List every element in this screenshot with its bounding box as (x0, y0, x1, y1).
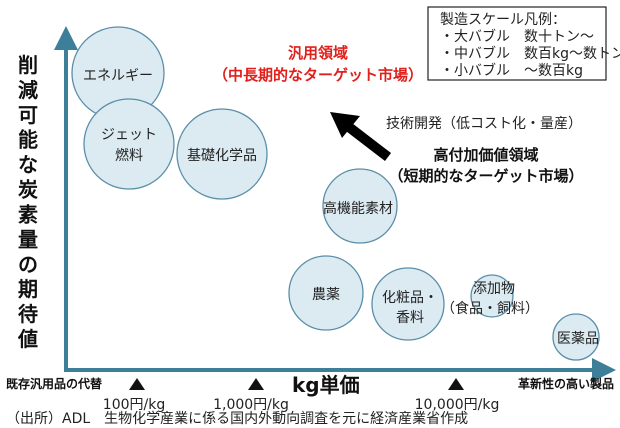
x-axis-label: kg単価 (292, 373, 360, 397)
bubble-basic-chemicals (176, 108, 268, 200)
price-label: 1,000円/kg (213, 397, 289, 413)
y-axis-label-text: 削減可能な炭素量の期待値 (17, 53, 38, 351)
source-note: （出所）ADL 生物化学産業に係る国内外動向調査を元に経済産業省作成 (6, 411, 468, 427)
price-marker-triangle-icon (248, 378, 264, 390)
legend-line: ・中バブル 数百kg〜数トン (440, 45, 620, 62)
legend-line: ・小バブル 〜数百kg (440, 62, 583, 79)
legend-title: 製造スケール凡例： (440, 12, 566, 28)
bubble-jet-fuel (83, 98, 175, 190)
price-marker-triangle-icon (129, 378, 145, 390)
high-value-area-title: 高付加価値領域 (433, 146, 538, 164)
bubble-cosmetics (371, 267, 445, 341)
bubble-label: 医薬品 (557, 331, 599, 347)
bubble-label: 基礎化学品 (187, 147, 257, 164)
x-right-label: 革新性の高い製品 (518, 376, 614, 391)
bubble-label: 化粧品・ (382, 290, 438, 306)
bubble-label: 香料 (396, 310, 424, 326)
bubble-label: 燃料 (115, 147, 143, 164)
legend-line: ・大バブル 数十トン〜 (440, 28, 594, 45)
bubble-functional-materials (322, 168, 398, 244)
general-area-subtitle: （中長期的なターゲット市場） (213, 66, 423, 84)
scale-legend: 製造スケール凡例： ・大バブル 数十トン〜 ・中バブル 数百kg〜数トン ・小バ… (427, 6, 620, 81)
bubble-additives (470, 274, 514, 318)
y-axis-label: 削減可能な炭素量の期待値 (17, 53, 38, 351)
bubble-label: ジェット (101, 127, 157, 143)
bubble-label: 農薬 (312, 287, 340, 303)
x-left-label: 既存汎用品の代替 (6, 376, 103, 391)
price-label: 100円/kg (103, 397, 165, 413)
price-label: 10,000円/kg (415, 397, 500, 413)
general-area-title: 汎用領域 (288, 44, 348, 62)
price-marker-triangle-icon (448, 378, 464, 390)
bubble-pharmaceuticals (552, 313, 600, 361)
bubble-label: 高機能素材 (323, 200, 393, 217)
bubble-agrochemicals (288, 255, 364, 331)
bubble-label: エネルギー (83, 68, 153, 84)
bubble-label: （食品・飼料） (441, 300, 539, 317)
tech-development-arrow (330, 112, 392, 161)
arrow-label: 技術開発（低コスト化・量産） (386, 116, 582, 132)
high-value-area-subtitle: （短期的なターゲット市場） (388, 167, 583, 185)
bubble-label: 添加物 (473, 281, 515, 297)
